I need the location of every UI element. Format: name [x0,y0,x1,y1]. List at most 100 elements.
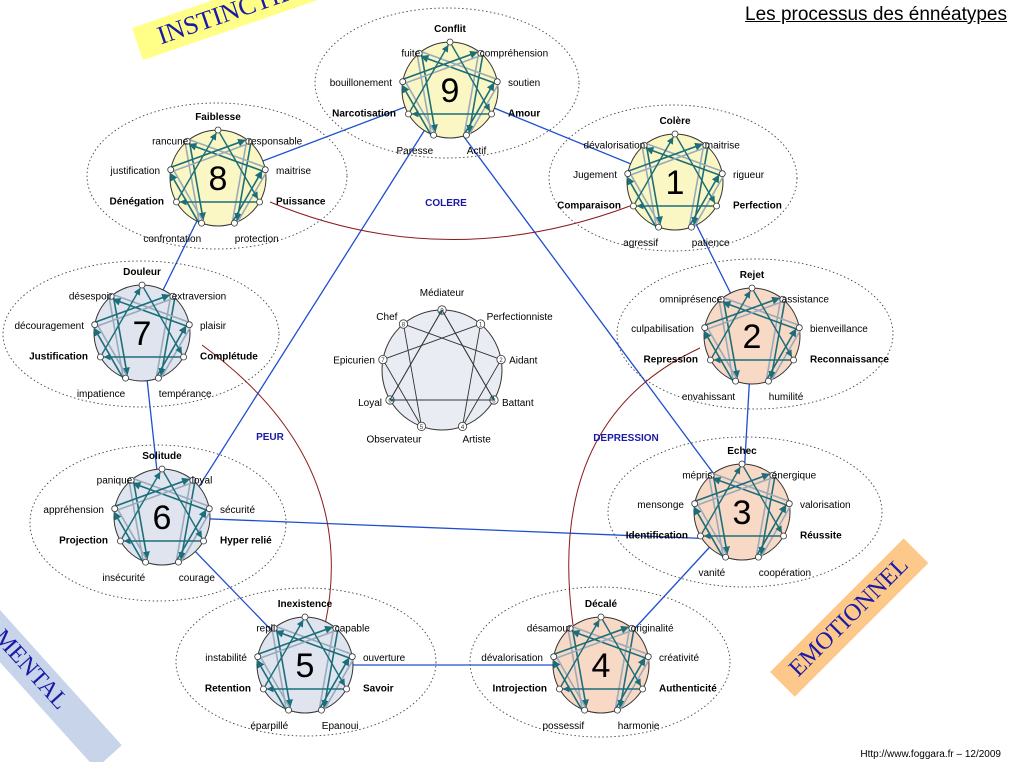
enneagram-node [644,653,652,661]
disintegration-arrow [463,82,495,135]
type-dotted-ellipse [29,444,287,602]
type-word: Identification [626,530,688,541]
integration-line [175,479,192,562]
integration-line [171,168,205,223]
type-word: harmonie [618,721,660,732]
enneagram-node [630,202,637,210]
triangle-arrow [602,620,642,687]
type-word: fuite [401,48,420,59]
integration-line [258,629,337,660]
enneagram-node [785,500,793,508]
integration-line [705,326,739,381]
enneagram-node [671,130,679,138]
type-word: Comparaison [557,200,621,211]
type-word: Perfection [733,200,782,211]
type-word: culpabilisation [631,324,694,335]
central-node-number: 3 [492,399,496,405]
type-word: panique [97,475,133,486]
integration-line [614,627,631,710]
central-type-name: Battant [502,398,534,409]
disintegration-arrow [256,625,334,656]
type-word: assistance [782,294,830,305]
enneagram-node [748,284,756,292]
type-word: plaisir [200,321,227,332]
enneagram-node [430,131,437,139]
enneagram-node [640,141,648,149]
enneagram-node [477,49,485,57]
enneagram-node [231,219,238,227]
enneagram-node [755,553,762,561]
type-word: humilité [769,392,804,403]
type-word: instabilité [205,653,247,664]
disintegration-arrow [571,627,589,708]
enneagram-node [702,141,710,149]
enneagram-node [254,653,262,661]
central-type-name: Loyal [358,398,382,409]
enneagram-node [97,353,104,361]
type-word: mépris [682,470,712,481]
type-word: Projection [59,535,108,546]
enneagram-node [717,295,725,303]
type-word: soutien [508,78,540,89]
disintegration-arrow [688,174,720,227]
type-word: dévalorisation [584,140,646,151]
type-word: Douleur [123,267,161,278]
disintegration-arrow [765,328,797,381]
type-word: Rejet [740,270,765,281]
triangle-arrow [701,466,741,533]
triangle-arrow [676,137,716,204]
disintegration-arrow [175,509,207,562]
enneagram-node [318,706,325,714]
hexad-line [402,323,422,427]
disintegration-arrow [712,474,730,555]
triangle-arrow [634,136,674,203]
disintegration-arrow [552,625,630,656]
enneagram-node [496,354,506,365]
passion-label-colere: COLERE [425,198,467,209]
central-type-name: Artiste [463,434,492,445]
enneagram-node [214,126,222,134]
disintegration-arrow [113,477,191,508]
enneagram-node [707,356,714,364]
triangle-arrow [264,619,304,686]
type-word: confrontation [143,234,201,245]
type-word: agressif [623,238,658,249]
central-node-number: 8 [402,323,406,329]
enneagram-node [795,324,803,332]
enneagram-node [245,137,253,145]
disintegration-arrow [645,144,663,225]
type-word: possessif [543,721,585,732]
type-word: Narcotisation [332,108,396,119]
type-word: Colère [659,116,691,127]
integration-line [755,474,772,557]
triangle-arrow [163,472,203,539]
passion-label-peur: PEUR [256,432,285,443]
enneagram-node [769,471,777,479]
triangle-connector-line [449,117,743,513]
disintegration-arrow [722,301,799,331]
integration-line [318,627,335,710]
enneagram-node [566,624,574,632]
enneagram-node [765,377,772,385]
enneagram-node [260,685,267,693]
type-word: maitrise [276,166,311,177]
hexad-curve-8-1 [269,201,631,240]
enneagram-node [399,78,407,86]
central-type-name: Perfectionniste [487,312,554,323]
disintegration-arrow [155,325,187,378]
integration-line [171,142,250,173]
enneagram-node [285,706,292,714]
central-type-name: Observateur [366,434,422,445]
disintegration-arrow [158,296,176,377]
type-word: courage [179,573,216,584]
hexad-line [382,359,422,427]
disintegration-arrow [178,480,196,561]
enneagram-node [205,505,213,513]
integration-line [155,295,172,378]
central-enneagram: Médiateur9Perfectionniste1Aidant2Battant… [333,288,553,445]
enneagram-node [701,324,709,332]
central-type-name: Chef [376,312,397,323]
type-number-7: 7 [133,315,152,353]
disintegration-arrow [703,296,781,327]
enneagram-node [732,377,739,385]
